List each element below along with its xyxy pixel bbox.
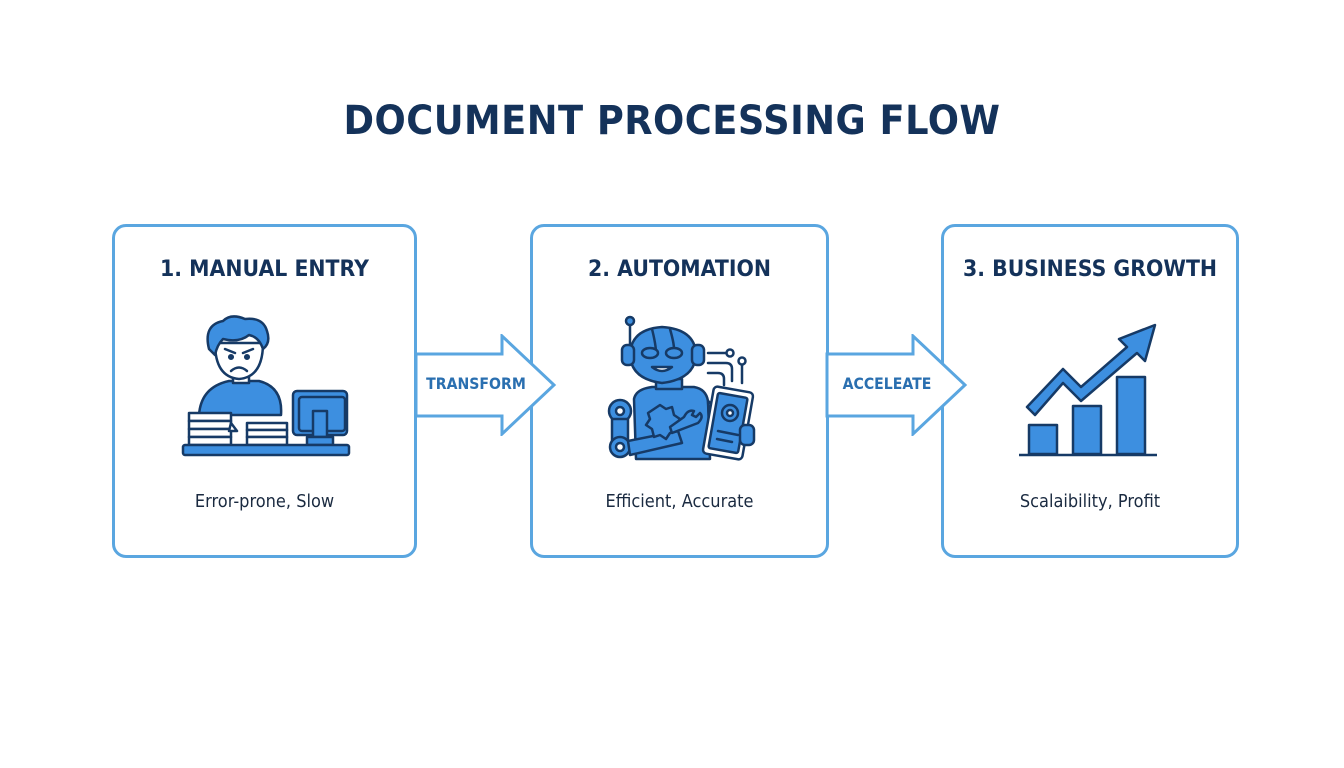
step-description: Error-prone, Slow — [194, 491, 335, 512]
step-title: 1. MANUAL ENTRY — [160, 257, 369, 282]
connector-label: TRANSFORM — [426, 374, 526, 393]
growth-bar-1 — [1027, 423, 1059, 456]
connector-label: ACCELEATE — [842, 374, 932, 393]
arrow-right-icon — [414, 334, 557, 436]
trend-arrow — [1025, 323, 1157, 417]
step-title: 3. BUSINESS GROWTH — [962, 257, 1218, 282]
step-title: 2. AUTOMATION — [587, 257, 771, 282]
step-card-business-growth: 3. BUSINESS GROWTH Scalaibility, Profit — [941, 224, 1239, 558]
step-card-manual-entry: 1. MANUAL ENTRY — [112, 224, 417, 558]
step-card-automation: 2. AUTOMATION — [530, 224, 829, 558]
arrow-right-icon — [825, 334, 968, 436]
connector-arrow-accelerate: ACCELEATE — [821, 334, 969, 436]
growth-chart-icon — [1019, 323, 1157, 457]
robot-with-tablet-icon — [607, 315, 755, 461]
frustrated-worker-at-desk-icon — [181, 315, 350, 457]
connector-arrow-transform: TRANSFORM — [410, 334, 558, 436]
step-description: Scalaibility, Profit — [1019, 491, 1161, 512]
page-title: DOCUMENT PROCESSING FLOW — [343, 98, 1001, 144]
growth-bar-3 — [1115, 375, 1147, 456]
growth-bar-2 — [1071, 404, 1103, 456]
step-description: Efficient, Accurate — [605, 491, 754, 512]
